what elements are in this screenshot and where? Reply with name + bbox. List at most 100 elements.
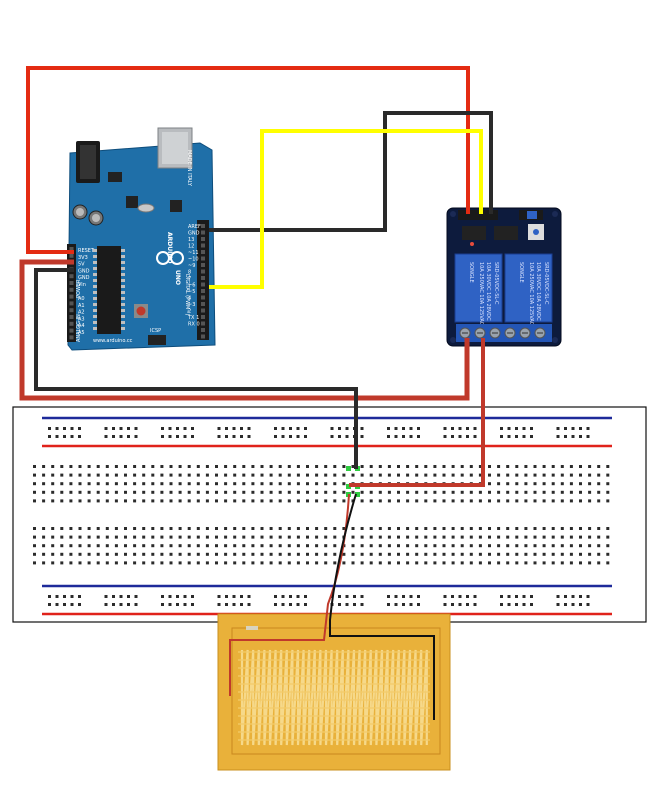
breadboard-hole xyxy=(169,490,173,494)
breadboard-hole xyxy=(287,561,291,565)
rail-hole xyxy=(345,603,349,606)
rail-hole xyxy=(473,595,477,598)
chip-pin xyxy=(121,315,125,318)
breadboard-hole xyxy=(478,561,482,565)
breadboard-hole xyxy=(497,490,501,494)
breadboard-hole xyxy=(524,527,528,530)
breadboard-hole xyxy=(78,527,82,530)
rail-hole xyxy=(296,595,300,598)
breadboard-hole xyxy=(451,465,455,468)
header-hole xyxy=(201,224,205,228)
breadboard-hole xyxy=(306,465,309,468)
breadboard-hole xyxy=(569,473,573,477)
breadboard-hole xyxy=(324,544,328,548)
rail-hole xyxy=(387,603,390,606)
icsp-label: ICSP xyxy=(150,328,161,334)
rail-hole xyxy=(466,603,469,606)
breadboard-hole xyxy=(424,535,428,539)
analog-pin-label: A3 xyxy=(78,316,85,322)
rail-hole xyxy=(515,435,518,438)
breadboard-hole xyxy=(542,552,546,556)
breadboard-hole xyxy=(205,535,209,539)
breadboard-hole xyxy=(287,499,291,503)
breadboard-hole xyxy=(96,465,100,468)
breadboard-hole xyxy=(451,552,455,556)
rail-hole xyxy=(191,427,194,430)
breadboard-hole xyxy=(424,473,428,477)
rail-hole xyxy=(409,435,413,438)
breadboard-hole xyxy=(606,535,610,539)
breadboard-hole xyxy=(551,544,555,548)
breadboard-hole xyxy=(215,544,218,548)
breadboard-hole xyxy=(451,527,455,530)
breadboard-hole xyxy=(524,561,528,565)
breadboard-hole xyxy=(315,465,319,468)
rail-hole xyxy=(579,595,582,598)
rail-hole xyxy=(78,427,81,430)
breadboard-hole xyxy=(87,561,91,565)
breadboard-hole xyxy=(151,499,155,503)
header-hole xyxy=(201,243,205,248)
breadboard-hole xyxy=(415,544,419,548)
breadboard-hole xyxy=(114,552,118,556)
breadboard-hole xyxy=(233,473,237,477)
breadboard-hole xyxy=(105,535,109,539)
breadboard-hole xyxy=(524,465,528,468)
breadboard-hole xyxy=(506,465,510,468)
breadboard-hole xyxy=(215,527,218,530)
breadboard-hole xyxy=(387,535,391,539)
breadboard-hole xyxy=(542,544,546,548)
breadboard-hole xyxy=(460,552,464,556)
rail-hole xyxy=(134,603,138,606)
rail-hole xyxy=(161,427,164,430)
rail-hole xyxy=(63,595,66,598)
breadboard-hole xyxy=(124,544,127,548)
breadboard-hole xyxy=(369,535,373,539)
breadboard-hole xyxy=(306,473,309,477)
digital-pin-label: ~6 xyxy=(188,283,195,289)
breadboard-hole xyxy=(124,535,127,539)
breadboard-hole xyxy=(296,465,300,468)
breadboard-hole xyxy=(515,544,519,548)
breadboard-hole xyxy=(78,482,82,486)
breadboard-hole xyxy=(342,482,346,486)
breadboard-hole xyxy=(324,473,328,477)
breadboard-hole xyxy=(551,535,555,539)
rail-hole xyxy=(70,595,74,598)
breadboard-hole xyxy=(542,490,546,494)
breadboard-hole xyxy=(69,482,73,486)
breadboard-hole xyxy=(87,465,91,468)
breadboard-hole xyxy=(133,499,137,503)
breadboard-hole xyxy=(351,561,355,565)
breadboard-hole xyxy=(515,465,519,468)
breadboard-hole xyxy=(142,499,146,503)
breadboard-hole xyxy=(42,490,46,494)
breadboard-hole xyxy=(315,561,319,565)
rail-hole xyxy=(417,603,420,606)
breadboard-hole xyxy=(60,544,64,548)
rail-hole xyxy=(176,427,179,430)
breadboard-hole xyxy=(324,482,328,486)
breadboard-hole xyxy=(551,552,555,556)
rail-hole xyxy=(176,603,179,606)
brand-text: ARDUINO xyxy=(166,232,173,263)
header-hole xyxy=(69,335,74,340)
breadboard-hole xyxy=(42,552,46,556)
breadboard-hole xyxy=(397,490,400,494)
breadboard-hole xyxy=(51,561,55,565)
chip-pin xyxy=(121,291,125,294)
breadboard-hole xyxy=(42,527,46,530)
breadboard-hole xyxy=(278,482,282,486)
rail-hole xyxy=(183,435,187,438)
breadboard-hole xyxy=(542,473,546,477)
breadboard-hole xyxy=(42,465,46,468)
rail-hole xyxy=(183,603,187,606)
breadboard-hole xyxy=(433,473,437,477)
rail-hole xyxy=(586,435,590,438)
breadboard-hole xyxy=(51,499,55,503)
breadboard-hole xyxy=(551,561,555,565)
breadboard-hole xyxy=(506,499,510,503)
breadboard-hole xyxy=(497,561,501,565)
breadboard-hole xyxy=(87,482,91,486)
breadboard-hole xyxy=(51,544,55,548)
